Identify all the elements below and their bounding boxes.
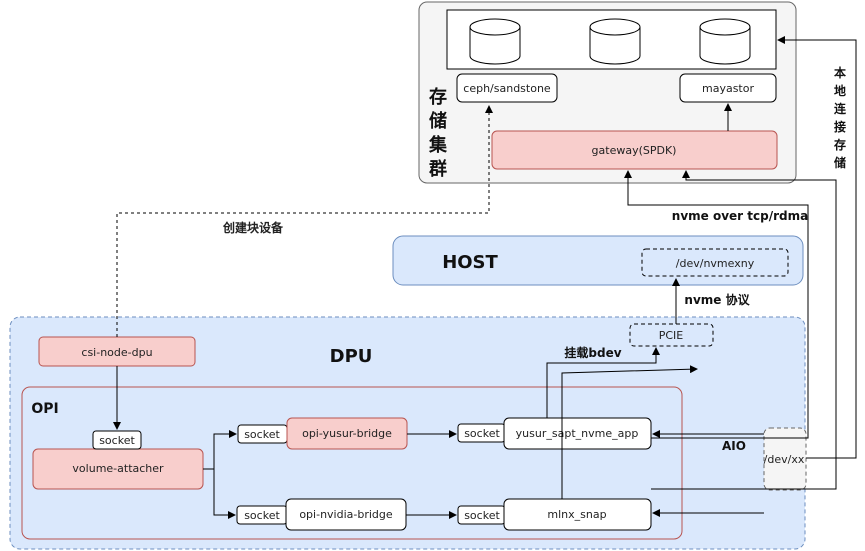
svg-text:接: 接 bbox=[834, 119, 846, 134]
mlnx-snap-box bbox=[503, 498, 652, 531]
ceph-sandstone-box bbox=[456, 73, 558, 103]
mayastor-label: mayastor bbox=[702, 82, 754, 95]
disk-icon bbox=[469, 18, 521, 65]
ceph-sandstone-label: ceph/sandstone bbox=[463, 82, 551, 95]
create-block-device-label: 创建块设备 bbox=[222, 220, 284, 235]
aio-label: AIO bbox=[722, 439, 746, 453]
disk-icon bbox=[699, 18, 751, 65]
mlnx-snap-label: mlnx_snap bbox=[547, 508, 606, 521]
storage-cluster-label: 存 储 集 群 bbox=[428, 86, 448, 180]
edge-yusur-to-gateway bbox=[624, 170, 809, 439]
svg-text:本: 本 bbox=[834, 65, 846, 80]
edge-create-block-device bbox=[116, 105, 493, 337]
gateway-label: gateway(SPDK) bbox=[592, 144, 677, 157]
edge-local-storage bbox=[777, 36, 857, 459]
socket-label: socket bbox=[464, 427, 500, 440]
socket-label: socket bbox=[99, 434, 135, 447]
volume-attacher-label: volume-attacher bbox=[72, 462, 164, 475]
csi-node-dpu-label: csi-node-dpu bbox=[81, 346, 152, 359]
dpu-title: DPU bbox=[330, 346, 373, 367]
pcie-box bbox=[629, 323, 714, 347]
opi-nvidia-bridge-label: opi-nvidia-bridge bbox=[299, 508, 393, 521]
dev-xx-label: /dev/xx bbox=[764, 453, 805, 466]
local-storage-label: 本 地 连 接 存 储 bbox=[833, 65, 847, 170]
mayastor-box bbox=[679, 73, 777, 103]
socket-box bbox=[92, 430, 142, 450]
edge-snap-to-pcie bbox=[561, 365, 698, 499]
nvme-over-label: nvme over tcp/rdma bbox=[672, 209, 808, 223]
svg-text:连: 连 bbox=[834, 101, 847, 116]
dev-xx-box bbox=[763, 427, 807, 491]
yusur-app-label: yusur_sapt_nvme_app bbox=[516, 427, 639, 440]
nvme-dev-label: /dev/nvmexny bbox=[676, 257, 755, 270]
mount-bdev-label: 挂载bdev bbox=[564, 345, 621, 360]
svg-text:群: 群 bbox=[429, 158, 447, 180]
svg-text:地: 地 bbox=[834, 83, 846, 98]
opi-yusur-bridge-label: opi-yusur-bridge bbox=[302, 427, 392, 440]
pcie-label: PCIE bbox=[659, 329, 684, 342]
svg-text:储: 储 bbox=[834, 155, 846, 170]
socket-label: socket bbox=[244, 509, 280, 522]
edge-yusur-to-pcie bbox=[546, 347, 660, 418]
svg-text:存: 存 bbox=[429, 86, 447, 108]
socket-label: socket bbox=[244, 428, 280, 441]
socket-label: socket bbox=[464, 509, 500, 522]
edge-snap-to-gateway bbox=[651, 170, 837, 490]
edge-attacher-to-nvidia bbox=[213, 469, 236, 519]
disk-icon bbox=[589, 18, 641, 65]
svg-text:储: 储 bbox=[428, 110, 447, 132]
nvme-protocol-label: nvme 协议 bbox=[684, 292, 750, 307]
svg-text:集: 集 bbox=[428, 134, 448, 156]
opi-title: OPI bbox=[31, 401, 58, 417]
gateway-box bbox=[491, 130, 778, 170]
nvme-dev-box bbox=[641, 248, 789, 277]
svg-text:存: 存 bbox=[833, 137, 846, 152]
host-title: HOST bbox=[442, 252, 498, 273]
opi-container bbox=[21, 386, 683, 540]
edge-attacher-to-yusur bbox=[203, 430, 237, 470]
yusur-app-box bbox=[503, 417, 652, 450]
